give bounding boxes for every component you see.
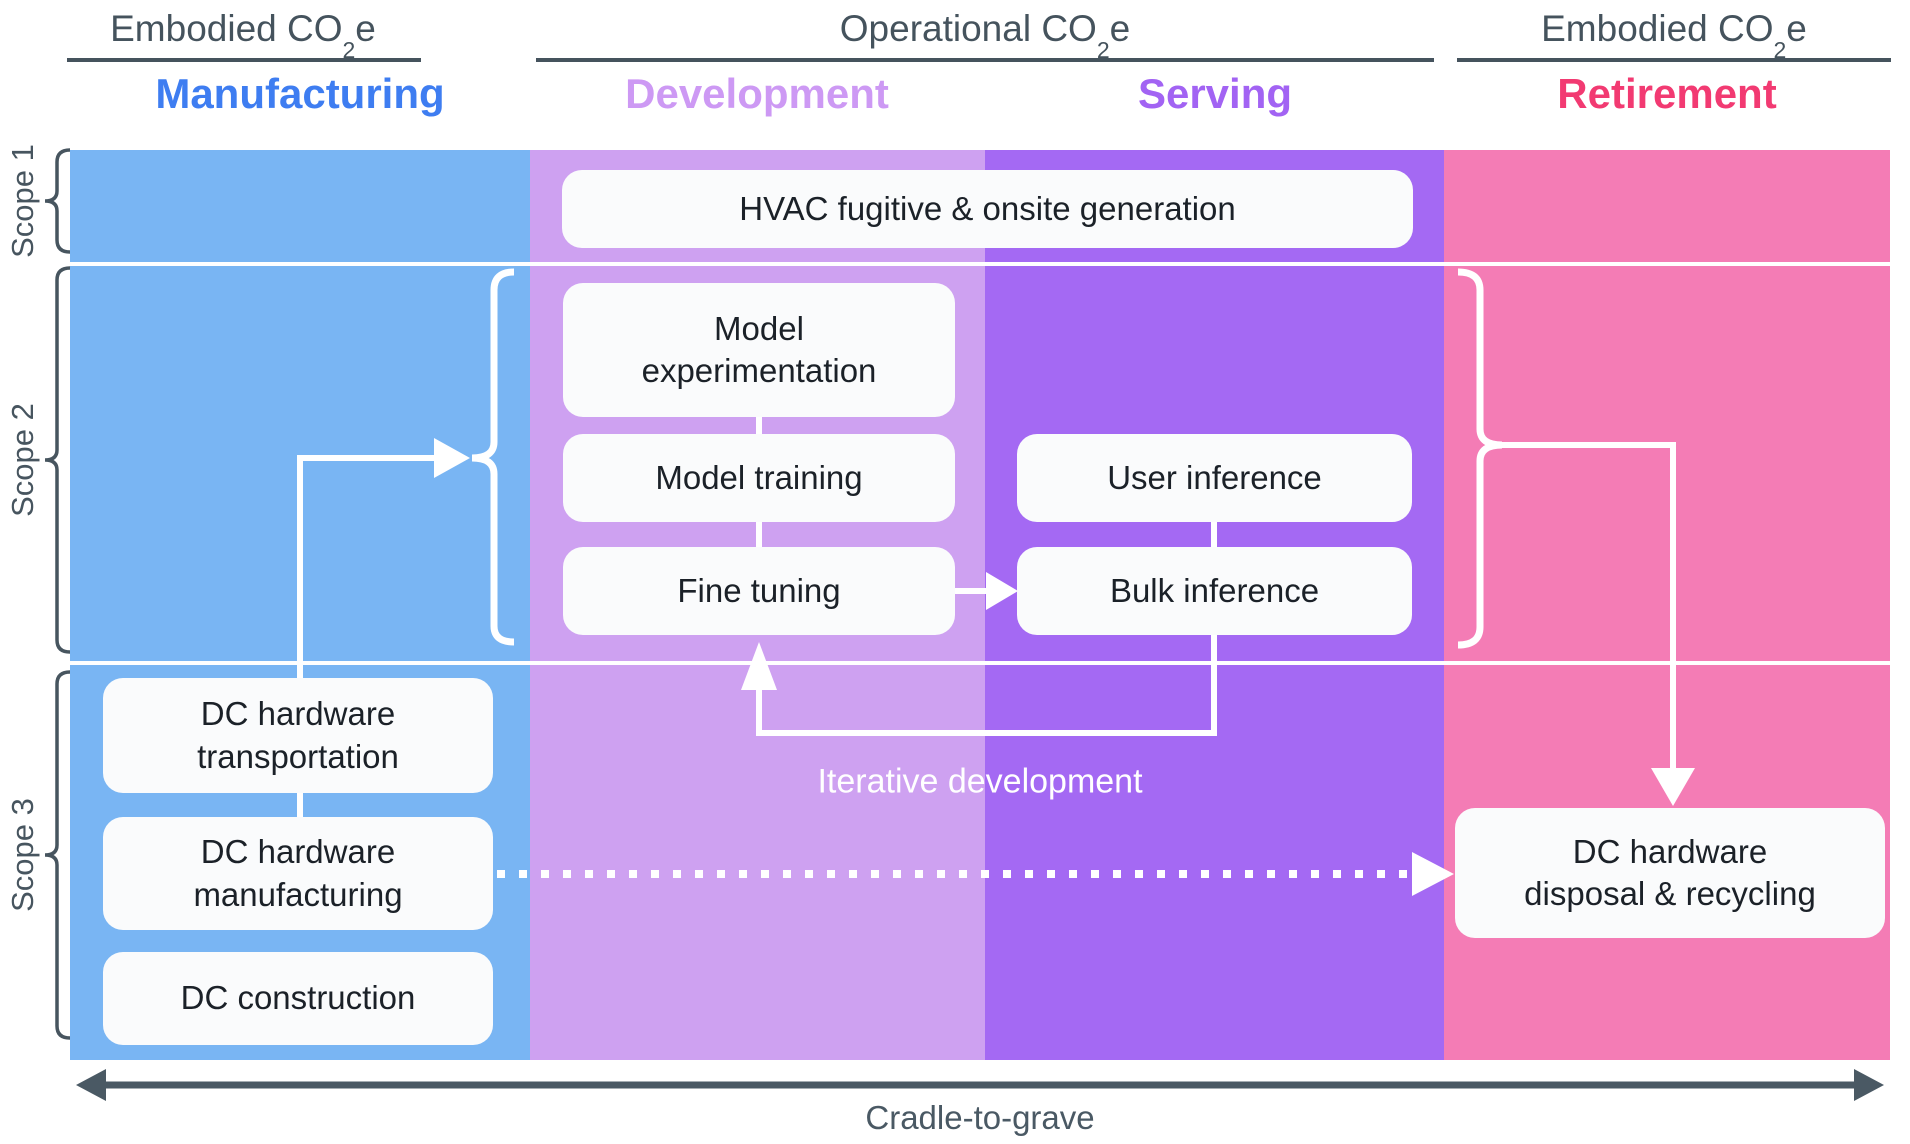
scope-2-brace — [44, 266, 71, 654]
phase-title-development: Development — [625, 70, 889, 117]
box-dc-hardware-disposal: DC hardware disposal & recycling — [1455, 808, 1885, 938]
box-dc-hardware-manufacturing: DC hardware manufacturing — [103, 817, 493, 930]
scope-3-label: Scope 3 — [5, 798, 40, 912]
box-user-inference: User inference — [1017, 434, 1412, 522]
header-rule-left — [67, 58, 421, 62]
header-rule-center — [536, 58, 1434, 62]
scope-2-label: Scope 2 — [5, 403, 40, 517]
box-hvac: HVAC fugitive & onsite generation — [562, 170, 1413, 248]
box-model-experimentation: Model experimentation — [563, 283, 955, 417]
box-dc-construction: DC construction — [103, 952, 493, 1045]
box-dc-hardware-transportation: DC hardware transportation — [103, 678, 493, 793]
header-operational: Operational CO2e — [839, 8, 1131, 64]
phase-title-serving: Serving — [1137, 70, 1293, 117]
scope-1-brace — [44, 148, 71, 254]
cradle-to-grave-arrow-head-left — [76, 1069, 106, 1101]
header-embodied-left: Embodied CO2e — [110, 8, 376, 64]
scope-3-brace — [44, 670, 71, 1040]
iterative-development-label: Iterative development — [817, 762, 1143, 801]
cradle-to-grave-arrow-head-right — [1854, 1069, 1884, 1101]
box-bulk-inference: Bulk inference — [1017, 547, 1412, 635]
header-embodied-right: Embodied CO2e — [1541, 8, 1807, 64]
header-rule-right — [1457, 58, 1891, 62]
phase-title-manufacturing: Manufacturing — [155, 70, 445, 117]
scope-1-label: Scope 1 — [5, 144, 40, 258]
phase-title-retirement: Retirement — [1557, 70, 1777, 117]
cradle-to-grave-label: Cradle-to-grave — [865, 1099, 1095, 1136]
box-fine-tuning: Fine tuning — [563, 547, 955, 635]
box-model-training: Model training — [563, 434, 955, 522]
